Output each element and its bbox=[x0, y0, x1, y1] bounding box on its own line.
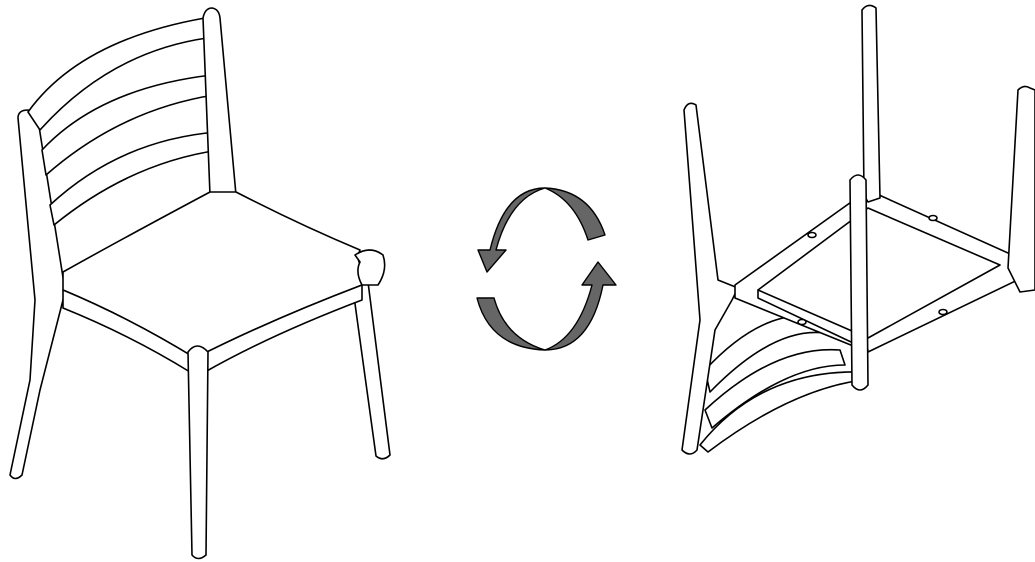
screw-hole-4 bbox=[939, 310, 947, 315]
flipped-right-leg bbox=[1008, 86, 1035, 292]
front-right-leg-cap bbox=[355, 250, 385, 285]
flipped-back-leg bbox=[862, 5, 880, 202]
rotate-arrow-left bbox=[478, 188, 545, 272]
right-back-post bbox=[203, 8, 236, 195]
seat-top bbox=[63, 192, 366, 358]
rotate-arrow-right-band bbox=[477, 298, 545, 350]
upright-chair bbox=[10, 8, 390, 559]
screw-hole-1 bbox=[808, 233, 816, 238]
flipped-front-leg bbox=[850, 175, 868, 390]
front-left-leg bbox=[188, 346, 208, 559]
rotate-arrows-icon bbox=[477, 188, 616, 350]
rotate-arrow-right bbox=[545, 262, 616, 350]
screw-hole-2 bbox=[929, 216, 937, 221]
rear-right-leg bbox=[352, 282, 390, 459]
rotate-arrow-left-band bbox=[545, 188, 605, 240]
screw-hole-3 bbox=[798, 320, 806, 325]
flipped-chair bbox=[682, 5, 1035, 454]
